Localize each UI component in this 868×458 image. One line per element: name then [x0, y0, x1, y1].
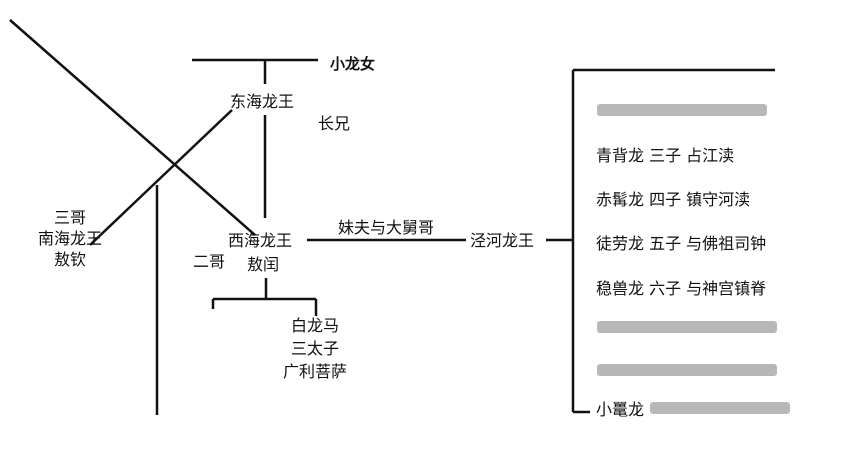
- label-aoqin: 敖钦: [53, 250, 86, 269]
- label-guangli: 广利菩萨: [282, 362, 347, 381]
- label-erge: 二哥: [193, 252, 226, 271]
- node-xihai: 西海龙王: [228, 231, 293, 250]
- label-sange: 三哥: [53, 208, 86, 227]
- node-donghai: 东海龙王: [230, 92, 295, 111]
- label-zhangxiong: 长兄: [318, 114, 351, 133]
- son-qingbei: 青背龙 三子 占江渎: [596, 146, 735, 165]
- son-wenshou: 稳兽龙 六子 与神宫镇脊: [596, 279, 767, 298]
- son-chiran: 赤髯龙 四子 镇守河渎: [596, 190, 751, 209]
- node-xiaolongnu: 小龙女: [330, 55, 376, 73]
- node-jinghe: 泾河龙王: [470, 231, 535, 250]
- label-aorun: 敖闰: [247, 255, 280, 274]
- label-santaizi: 三太子: [290, 339, 339, 358]
- node-bailongma: 白龙马: [290, 316, 339, 335]
- son-tulao: 徒劳龙 五子 与佛祖司钟: [596, 234, 767, 253]
- edge-label: 妹夫与大舅哥: [338, 218, 435, 237]
- node-nanhai: 南海龙王: [37, 229, 102, 248]
- son-xiaotuo: 小鼍龙: [596, 400, 645, 419]
